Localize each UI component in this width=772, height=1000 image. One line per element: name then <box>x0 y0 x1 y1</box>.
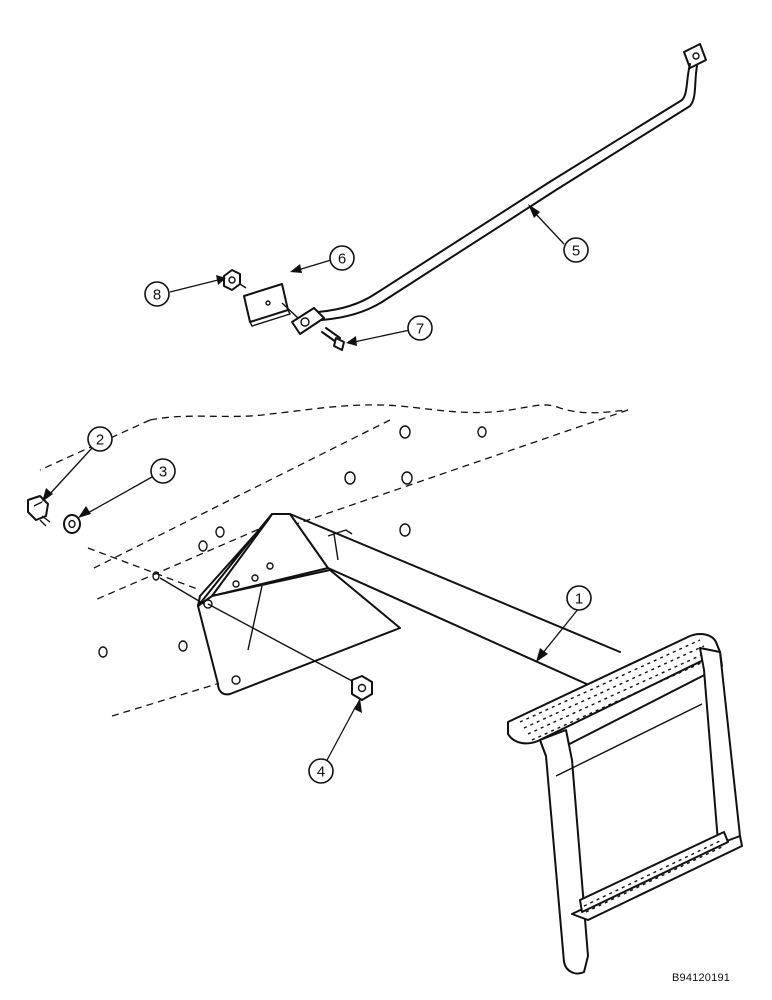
bolt <box>321 327 345 351</box>
callout-label-1: 1 <box>575 591 583 608</box>
callout-3: 3 <box>150 458 176 484</box>
step-ladder <box>507 633 743 975</box>
step-beam <box>152 513 621 691</box>
frame-panel <box>39 404 629 717</box>
figure-reference-number: B94120191 <box>672 972 731 984</box>
callout-label-8: 8 <box>153 287 161 304</box>
callout-label-7: 7 <box>416 321 424 338</box>
nut <box>223 269 241 291</box>
step-bracket <box>197 513 401 696</box>
washer <box>63 514 81 534</box>
callout-label-3: 3 <box>159 464 167 481</box>
callout-label-2: 2 <box>96 432 104 449</box>
support-rod <box>291 43 707 335</box>
callout-label-6: 6 <box>338 251 346 268</box>
flange-nut <box>351 675 373 701</box>
callout-7: 7 <box>407 315 433 341</box>
callout-label-4: 4 <box>317 764 325 781</box>
callout-label-5: 5 <box>572 243 580 260</box>
callout-8: 8 <box>144 281 170 307</box>
mounting-plate <box>243 283 291 327</box>
callout-1: 1 <box>566 585 592 611</box>
hex-bolt <box>27 495 51 527</box>
callout-4: 4 <box>308 758 334 784</box>
callout-6: 6 <box>329 245 355 271</box>
callout-2: 2 <box>87 426 113 452</box>
callout-leaders <box>42 204 580 763</box>
callout-5: 5 <box>563 237 589 263</box>
